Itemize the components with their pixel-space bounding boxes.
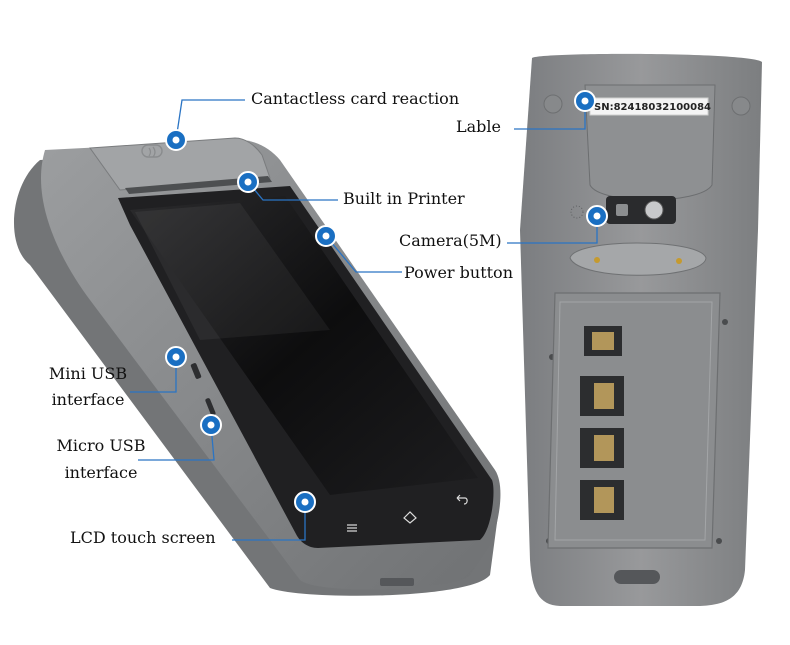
callout-markers — [165, 90, 608, 513]
battery-latch[interactable] — [614, 570, 660, 584]
marker-camera — [586, 205, 608, 227]
home-icon[interactable] — [403, 511, 417, 524]
nfc-icon — [141, 144, 163, 158]
label-contactless: Cantactless card reaction — [251, 89, 460, 108]
label-camera: Camera(5M) — [399, 231, 502, 250]
label-mini-usb-line1: Mini USB — [48, 364, 128, 383]
back-icon[interactable] — [456, 494, 468, 505]
marker-printer — [237, 171, 259, 193]
printer-lid — [89, 137, 271, 191]
label-micro-usb-line2: interface — [64, 463, 138, 482]
pogo-pin — [676, 258, 682, 264]
marker-micro-usb — [200, 414, 222, 436]
screw — [722, 319, 728, 325]
marker-mini-usb — [165, 346, 187, 368]
mini-usb-port[interactable] — [190, 362, 202, 379]
menu-icon[interactable] — [347, 524, 357, 532]
leader-lcd — [232, 502, 306, 541]
sim-slots — [580, 326, 624, 520]
marker-label — [574, 90, 596, 112]
leader-micro-usb — [138, 424, 215, 461]
label-serial-sticker: Lable — [456, 117, 501, 136]
label-printer: Built in Printer — [343, 189, 465, 208]
label-power-button: Power button — [404, 263, 513, 282]
serial-number: SN:82418032100084 — [594, 102, 711, 113]
marker-contactless — [165, 129, 187, 151]
label-micro-usb-line1: Micro USB — [56, 436, 146, 455]
label-mini-usb-line2: interface — [51, 390, 125, 409]
screw — [716, 538, 722, 544]
screw — [543, 94, 563, 114]
leader-contactless — [175, 99, 245, 141]
back-device: SN:82418032100084 — [520, 53, 762, 606]
screen-glare — [135, 203, 330, 340]
speaker-grille — [570, 205, 584, 219]
camera-flash — [616, 204, 628, 216]
screw — [731, 96, 751, 116]
leader-power — [325, 235, 402, 273]
bottom-port — [380, 578, 414, 586]
label-lcd-touch-screen: LCD touch screen — [70, 528, 216, 547]
marker-lcd — [294, 491, 316, 513]
marker-power — [315, 225, 337, 247]
leader-mini-usb — [130, 357, 177, 393]
pogo-pin — [594, 257, 600, 263]
back-connector — [569, 242, 707, 276]
serial-sticker: SN:82418032100084 — [589, 97, 711, 116]
paper-slot — [125, 176, 272, 194]
lcd-screen — [130, 196, 478, 495]
micro-usb-port[interactable] — [205, 398, 216, 417]
camera-lens — [644, 200, 664, 220]
battery-compartment — [547, 292, 721, 549]
front-device — [13, 137, 501, 596]
